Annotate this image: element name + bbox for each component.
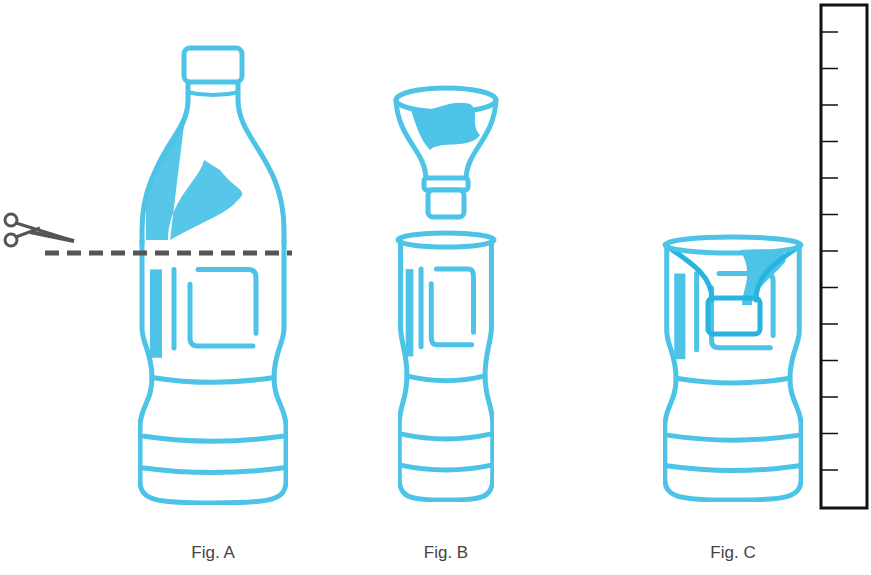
- ruler-tick: [821, 323, 838, 325]
- figure-label: Fig. C: [710, 543, 755, 563]
- ruler-tick: [821, 214, 838, 216]
- bottle-top-funnel: [396, 88, 496, 217]
- ruler-tick: [821, 104, 838, 106]
- bottle-full: [140, 48, 286, 503]
- ruler-tick: [821, 141, 838, 143]
- ruler-tick: [821, 433, 838, 435]
- figure-label: Fig. A: [191, 543, 234, 563]
- ruler: [821, 5, 867, 508]
- ruler-tick: [821, 396, 838, 398]
- cut-line: [45, 251, 292, 256]
- bottle-base: [398, 233, 494, 500]
- ruler-tick: [821, 287, 838, 289]
- ruler-tick: [821, 177, 838, 179]
- scissors: [5, 214, 74, 246]
- ruler-tick: [821, 250, 838, 252]
- ruler-tick: [821, 360, 838, 362]
- ruler-tick: [821, 68, 838, 70]
- figure-label: Fig. B: [424, 543, 468, 563]
- ruler-tick: [821, 469, 838, 471]
- ruler-tick: [821, 31, 838, 33]
- rain-gauge: [665, 237, 801, 500]
